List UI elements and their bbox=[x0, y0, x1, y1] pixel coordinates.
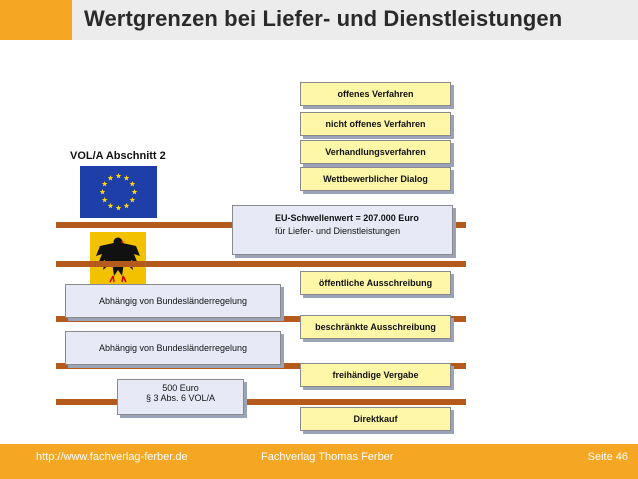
footer-page-number: Seite 46 bbox=[587, 451, 628, 463]
eu-procedure-box: Wettbewerblicher Dialog bbox=[300, 167, 451, 191]
national-procedure-box: öffentliche Ausschreibung bbox=[300, 271, 451, 295]
national-procedure-box: Direktkauf bbox=[300, 407, 451, 431]
german-eagle-icon bbox=[90, 232, 146, 286]
lower-limit-value: 500 Euro bbox=[162, 383, 199, 393]
eu-flag-icon bbox=[80, 166, 157, 218]
eu-star bbox=[131, 189, 138, 195]
divider-line bbox=[56, 261, 466, 267]
eu-procedure-box: offenes Verfahren bbox=[300, 82, 451, 106]
footer-bar: http://www.fachverlag-ferber.de Fachverl… bbox=[0, 444, 638, 479]
eu-star bbox=[123, 175, 130, 181]
eu-procedure-box: nicht offenes Verfahren bbox=[300, 112, 451, 136]
divider-line bbox=[56, 363, 466, 369]
state-regulation-box: Abhängig von Bundesländerregelung bbox=[65, 284, 281, 318]
title-bar: Wertgrenzen bei Liefer- und Dienstleistu… bbox=[0, 0, 638, 40]
eu-star bbox=[101, 181, 108, 187]
footer-publisher: Fachverlag Thomas Ferber bbox=[261, 451, 394, 463]
footer-url[interactable]: http://www.fachverlag-ferber.de bbox=[36, 451, 188, 463]
threshold-value: EU-Schwellenwert = 207.000 Euro bbox=[275, 213, 419, 223]
eu-star bbox=[99, 189, 106, 195]
national-procedure-box: freihändige Vergabe bbox=[300, 363, 451, 387]
state-regulation-box: Abhängig von Bundesländerregelung bbox=[65, 331, 281, 365]
lower-limit-reference: § 3 Abs. 6 VOL/A bbox=[145, 393, 216, 403]
eu-star bbox=[129, 181, 136, 187]
eu-star bbox=[115, 173, 122, 179]
divider-line bbox=[56, 399, 466, 405]
lower-limit-box: 500 Euro § 3 Abs. 6 VOL/A bbox=[117, 379, 244, 415]
eu-star bbox=[101, 197, 108, 203]
eu-star bbox=[123, 202, 130, 209]
eu-star bbox=[115, 205, 122, 211]
eu-star bbox=[107, 202, 114, 209]
eu-star bbox=[107, 175, 114, 181]
divider-line bbox=[56, 316, 466, 322]
page-title: Wertgrenzen bei Liefer- und Dienstleistu… bbox=[84, 6, 563, 31]
vol-section-label: VOL/A Abschnitt 2 bbox=[70, 150, 166, 162]
eu-procedure-box: Verhandlungsverfahren bbox=[300, 140, 451, 164]
eu-threshold-box: EU-Schwellenwert = 207.000 Euro für Lief… bbox=[232, 205, 453, 255]
national-procedure-box: beschränkte Ausschreibung bbox=[300, 315, 451, 339]
title-accent bbox=[0, 0, 72, 40]
eu-star bbox=[129, 197, 136, 203]
threshold-scope: für Liefer- und Dienstleistungen bbox=[275, 226, 401, 236]
